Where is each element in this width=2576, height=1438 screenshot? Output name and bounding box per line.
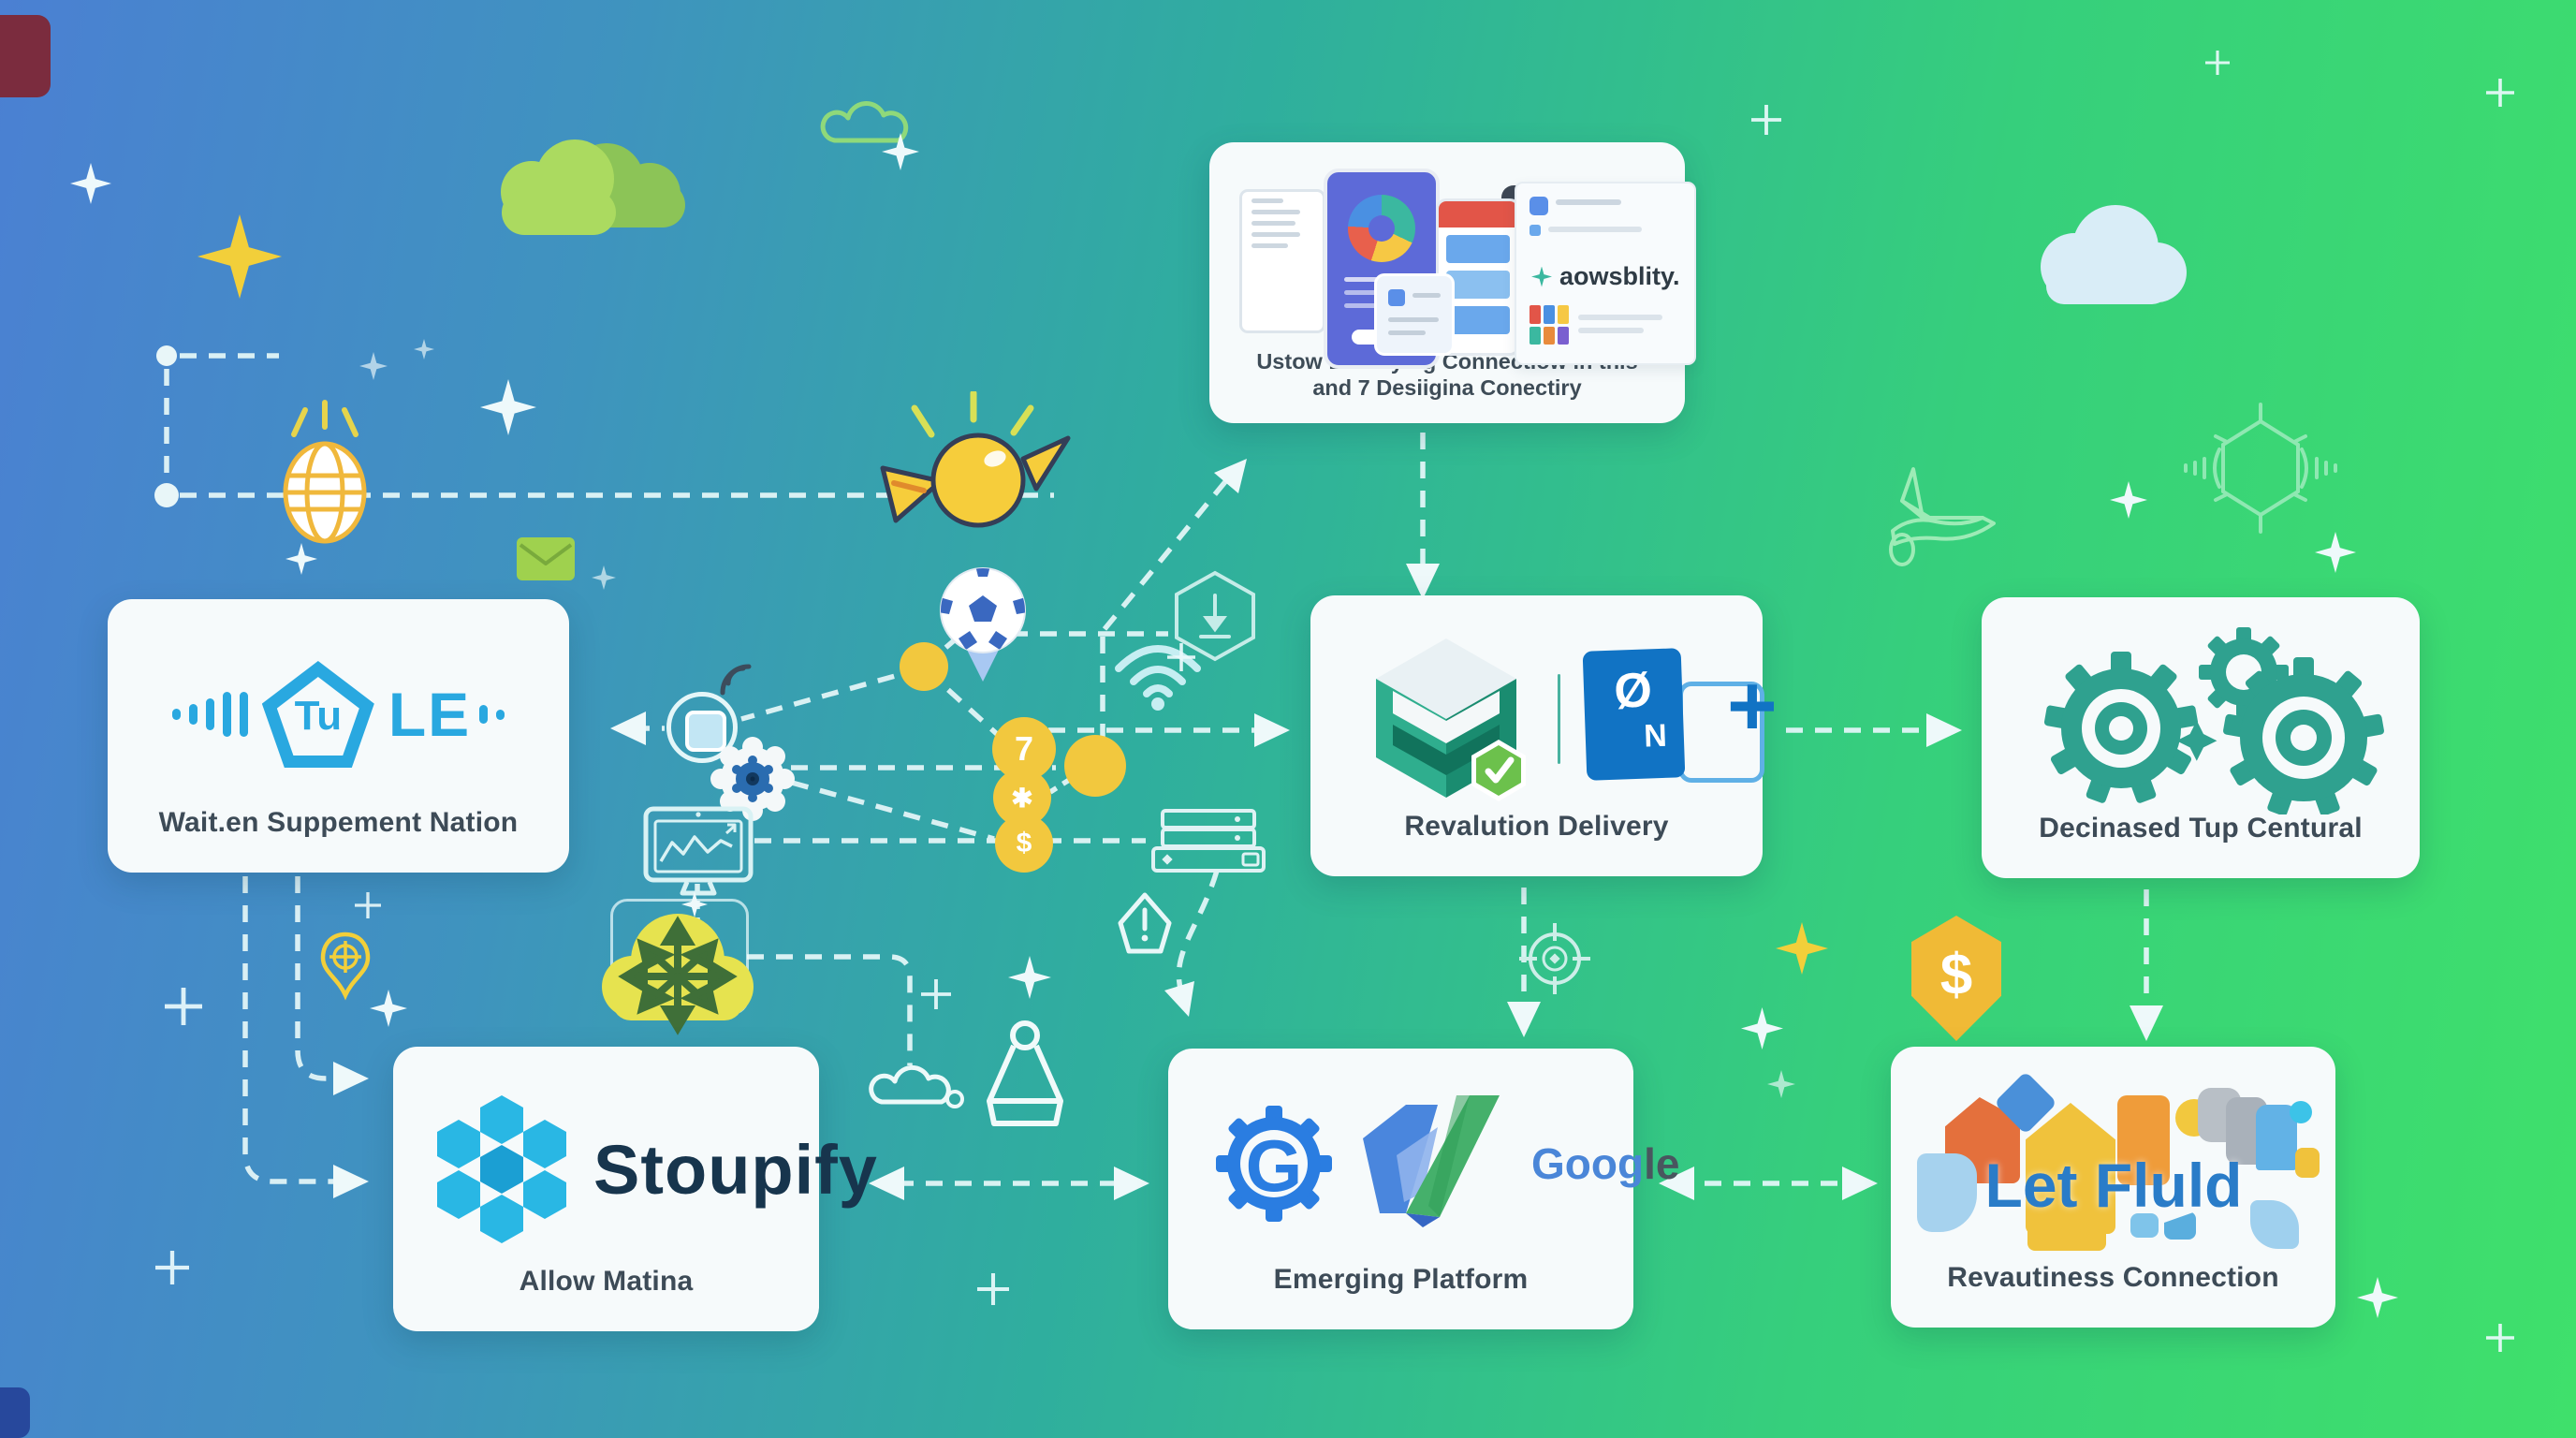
brand-panel-mockup: aowsblity. — [1515, 182, 1696, 365]
card-emerging: G Google Emerging Platform — [1168, 1049, 1679, 1329]
chip-gear-icon — [710, 737, 795, 821]
card-revalution: Ø N + Revalution Delivery — [1310, 595, 1778, 876]
mini-pad-mockup — [1374, 273, 1455, 356]
g-gear-logo-icon: G — [1216, 1106, 1332, 1222]
svg-text:G: G — [1246, 1124, 1303, 1207]
revalution-caption: Revalution Delivery — [1404, 811, 1669, 842]
envelope-icon — [517, 537, 575, 580]
tule-pentagon-icon: Tu — [261, 661, 374, 768]
card-tule: Tu LE Wait.en Suppement Nation — [108, 599, 569, 873]
stoupify-brand: Stoupify — [593, 1130, 878, 1209]
letfluld-logo: Let Fluld — [1917, 1067, 2320, 1255]
spread-cloud-icon — [602, 914, 754, 1035]
cube-logo-icon — [1376, 638, 1526, 801]
letfluld-brand: Let Fluld — [1984, 1151, 2243, 1220]
green-cloud-icon — [501, 139, 685, 235]
decinased-caption: Decinased Tup Centural — [2039, 813, 2363, 844]
card-letfluld: Let Fluld Revautiness Connection — [1891, 1047, 2335, 1328]
coin-asterisk: ✱ — [993, 769, 1051, 827]
download-hexagon-icon — [1175, 570, 1255, 662]
server-icon — [1151, 809, 1266, 873]
notebook-logo: Ø N + — [1582, 642, 1809, 797]
stoupify-hexflower-icon — [431, 1095, 573, 1243]
compass-crosshair-icon — [1519, 923, 1590, 994]
emerging-caption: Emerging Platform — [1273, 1264, 1529, 1295]
network-node-dot — [1064, 735, 1126, 797]
droplet-alert-icon — [1118, 892, 1172, 954]
tule-caption: Wait.en Suppement Nation — [158, 807, 519, 838]
navy-corner-shape — [0, 1387, 30, 1438]
apps-caption-line2: and 7 Desiigina Conectiry — [1312, 375, 1582, 400]
tule-logo: Tu LE — [108, 661, 569, 768]
wifi-icon — [1115, 645, 1201, 711]
gears-logo-icon — [2043, 627, 2384, 814]
paper-plane-sketch-icon — [1889, 467, 1996, 566]
outline-cloud-small-icon — [820, 101, 909, 143]
camera-node-icon — [666, 692, 738, 763]
letfluld-caption: Revautiness Connection — [1947, 1262, 2279, 1293]
card-decinased: Decinased Tup Centural — [1982, 597, 2420, 878]
maroon-corner-shape — [0, 15, 51, 97]
tablet-mockup — [1239, 189, 1325, 333]
globe-icon — [283, 400, 367, 544]
arrowheads — [333, 459, 2163, 1200]
panel-brand-text: aowsblity. — [1559, 262, 1680, 290]
notebook-icon: Ø N — [1582, 647, 1686, 781]
notebook-slash: Ø — [1613, 662, 1653, 719]
coin-dollar: $ — [995, 814, 1053, 873]
notebook-plus: + — [1727, 657, 1778, 754]
monitor-chart-icon — [643, 806, 754, 896]
outline-cloud-icon — [869, 1064, 964, 1108]
signal-waves-icon — [720, 664, 752, 696]
card-stoupify: Stoupify Allow Matina — [393, 1047, 877, 1331]
stoupify-caption: Allow Matina — [519, 1266, 694, 1297]
molecule-hexagon-icon — [2184, 403, 2337, 534]
v-check-logo-icon — [1363, 1095, 1500, 1227]
check-badge-icon — [1471, 740, 1526, 801]
card-apps-showcase: aowsblity. Ustow Butbaying Connectiow in… — [1209, 142, 1696, 423]
tule-suffix: LE — [388, 680, 472, 749]
soccer-ball-pin-icon — [940, 567, 1026, 682]
app-mockup-cluster: aowsblity. — [1232, 163, 1696, 369]
logo-divider — [1558, 674, 1560, 764]
pale-cloud-icon — [2041, 205, 2187, 304]
sun-bird-icon — [880, 391, 1071, 528]
tule-mark: Tu — [294, 693, 343, 739]
google-wordmark: Google — [1531, 1139, 1680, 1188]
panel-brand-icon — [1531, 266, 1552, 287]
notebook-letter: N — [1643, 717, 1668, 755]
network-node-dot — [900, 642, 948, 691]
cone-icon — [987, 1020, 1063, 1126]
map-pin-crosshair-icon — [320, 932, 371, 1001]
